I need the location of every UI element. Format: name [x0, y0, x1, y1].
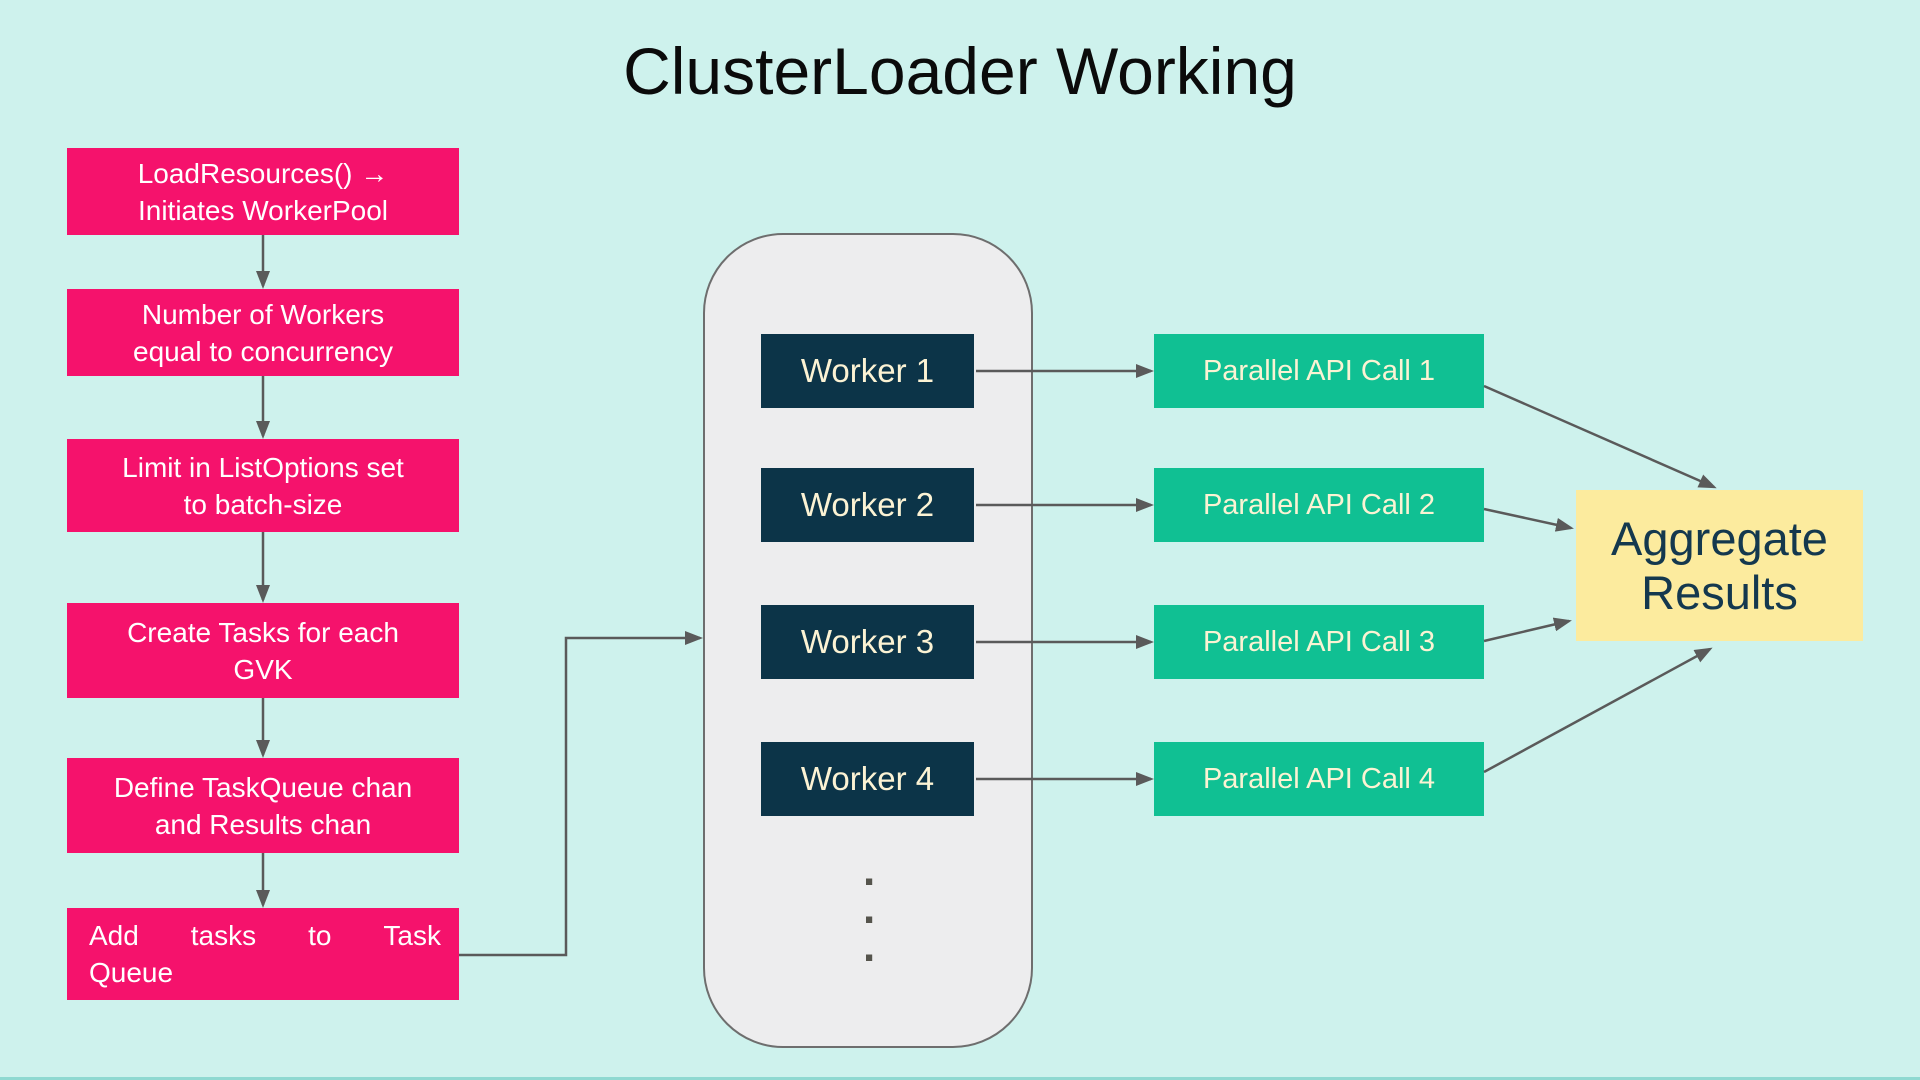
step-line: Add tasks to Task	[89, 917, 441, 954]
step-line: Define TaskQueue chan	[113, 771, 413, 803]
api-call-3-box: Parallel API Call 3	[1154, 605, 1484, 679]
step-add-tasks-to-queue: Add tasks to Task Queue	[67, 908, 459, 1000]
step-line: and Results chan	[154, 808, 372, 840]
api-call-1-box: Parallel API Call 1	[1154, 334, 1484, 408]
step-line: Create Tasks for each	[127, 616, 399, 648]
worker-label: Worker 3	[800, 623, 935, 660]
api-call-label: Parallel API Call 4	[1202, 762, 1436, 795]
api-call-label: Parallel API Call 1	[1202, 354, 1436, 387]
api-call-label: Parallel API Call 2	[1202, 488, 1436, 521]
step-create-tasks: Create Tasks for each GVK	[67, 603, 459, 698]
api-call-2-box: Parallel API Call 2	[1154, 468, 1484, 542]
step-limit-listoptions: Limit in ListOptions set to batch-size	[67, 439, 459, 532]
step-line: equal to concurrency	[133, 335, 393, 367]
worker-2-box: Worker 2	[761, 468, 974, 542]
ellipsis-dot: .	[863, 846, 876, 895]
step-line: Initiates WorkerPool	[137, 194, 389, 226]
step-load-resources: LoadResources() → Initiates WorkerPool	[67, 148, 459, 235]
arrow-apicall1-aggregate	[1483, 384, 1717, 489]
api-call-4-box: Parallel API Call 4	[1154, 742, 1484, 816]
aggregate-line: Aggregate	[1611, 511, 1828, 565]
step-word: tasks	[190, 920, 257, 951]
worker-1-box: Worker 1	[761, 334, 974, 408]
step-number-of-workers: Number of Workers equal to concurrency	[67, 289, 459, 376]
step-word: Task	[383, 920, 441, 951]
worker-4-box: Worker 4	[761, 742, 974, 816]
step-line: Number of Workers	[141, 298, 385, 330]
step-line: to batch-size	[183, 488, 343, 520]
arrow-apicall4-aggregate	[1483, 647, 1713, 774]
step-word: to	[308, 920, 332, 951]
aggregate-results-box: Aggregate Results	[1576, 490, 1863, 641]
page-title: ClusterLoader Working	[623, 34, 1297, 108]
bottom-edge-strip	[0, 1077, 1920, 1080]
step-line: Limit in ListOptions set	[122, 451, 404, 483]
arrow-apicall2-aggregate	[1483, 507, 1574, 532]
worker-label: Worker 2	[800, 486, 935, 523]
aggregate-line: Results	[1641, 565, 1798, 619]
step-define-channels: Define TaskQueue chan and Results chan	[67, 758, 459, 853]
step-line: LoadResources() →	[137, 157, 389, 189]
arrow-queue-to-pool	[459, 631, 703, 957]
ellipsis-dot: .	[863, 922, 876, 971]
worker-label: Worker 1	[800, 352, 935, 389]
worker-label: Worker 4	[800, 760, 935, 797]
step-line: GVK	[233, 653, 293, 685]
api-call-label: Parallel API Call 3	[1202, 625, 1436, 658]
ellipsis-dot: .	[863, 884, 876, 933]
worker-3-box: Worker 3	[761, 605, 974, 679]
arrow-apicall3-aggregate	[1483, 617, 1572, 643]
step-word: Add	[89, 920, 139, 951]
step-line: Queue	[89, 957, 174, 988]
